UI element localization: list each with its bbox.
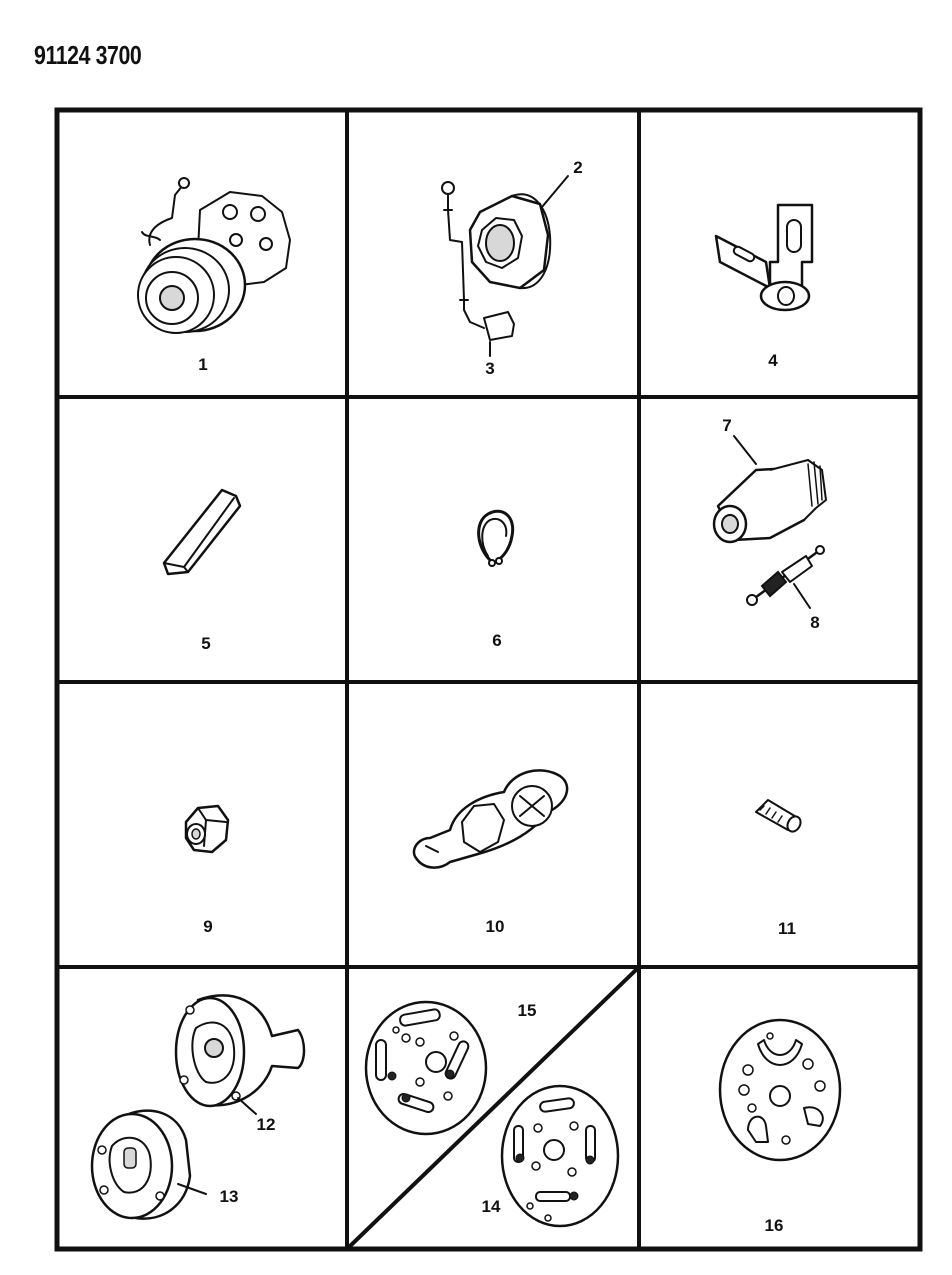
leader-13 (177, 1183, 207, 1195)
leader-8 (793, 583, 811, 609)
part-spanner-wrench[interactable] (412, 769, 569, 869)
leader-12 (237, 1097, 257, 1115)
part-nut[interactable] (184, 804, 230, 854)
part-compressor[interactable] (137, 177, 291, 334)
part-snap-ring[interactable] (477, 509, 515, 567)
callout-14: 14 (482, 1197, 501, 1216)
leader-7 (733, 435, 757, 465)
callout-15: 15 (518, 1001, 537, 1020)
callout-12: 12 (257, 1115, 276, 1134)
callout-11: 11 (778, 919, 796, 938)
part-valve-plate-14[interactable] (500, 1084, 620, 1228)
part-rear-head[interactable] (90, 1109, 192, 1220)
part-coil-wire-lead[interactable] (441, 181, 515, 341)
part-field-coil[interactable] (468, 193, 552, 290)
part-bracket[interactable] (714, 203, 814, 312)
callout-3: 3 (485, 359, 494, 378)
part-valve-plate-gasket[interactable] (718, 1018, 842, 1162)
part-valve-core[interactable] (746, 545, 825, 606)
callout-9: 9 (203, 917, 212, 936)
callout-1: 1 (198, 355, 207, 374)
callout-7: 7 (722, 416, 731, 435)
grid-lines (54, 107, 923, 1252)
callout-16: 16 (765, 1216, 784, 1235)
part-service-valve[interactable] (712, 459, 827, 544)
callout-6: 6 (492, 631, 501, 650)
diagram-number: 91124 3700 (34, 40, 142, 70)
callout-8: 8 (810, 613, 819, 632)
leader-2 (541, 175, 569, 208)
part-sleeve-pin[interactable] (755, 799, 803, 834)
callout-10: 10 (486, 917, 505, 936)
callout-13: 13 (220, 1187, 239, 1206)
part-front-head[interactable] (174, 994, 306, 1108)
callout-5: 5 (201, 634, 210, 653)
part-valve-plate-15[interactable] (364, 1000, 488, 1136)
callout-4: 4 (768, 351, 778, 370)
callout-2: 2 (573, 158, 582, 177)
part-woodruff-key[interactable] (162, 488, 242, 576)
